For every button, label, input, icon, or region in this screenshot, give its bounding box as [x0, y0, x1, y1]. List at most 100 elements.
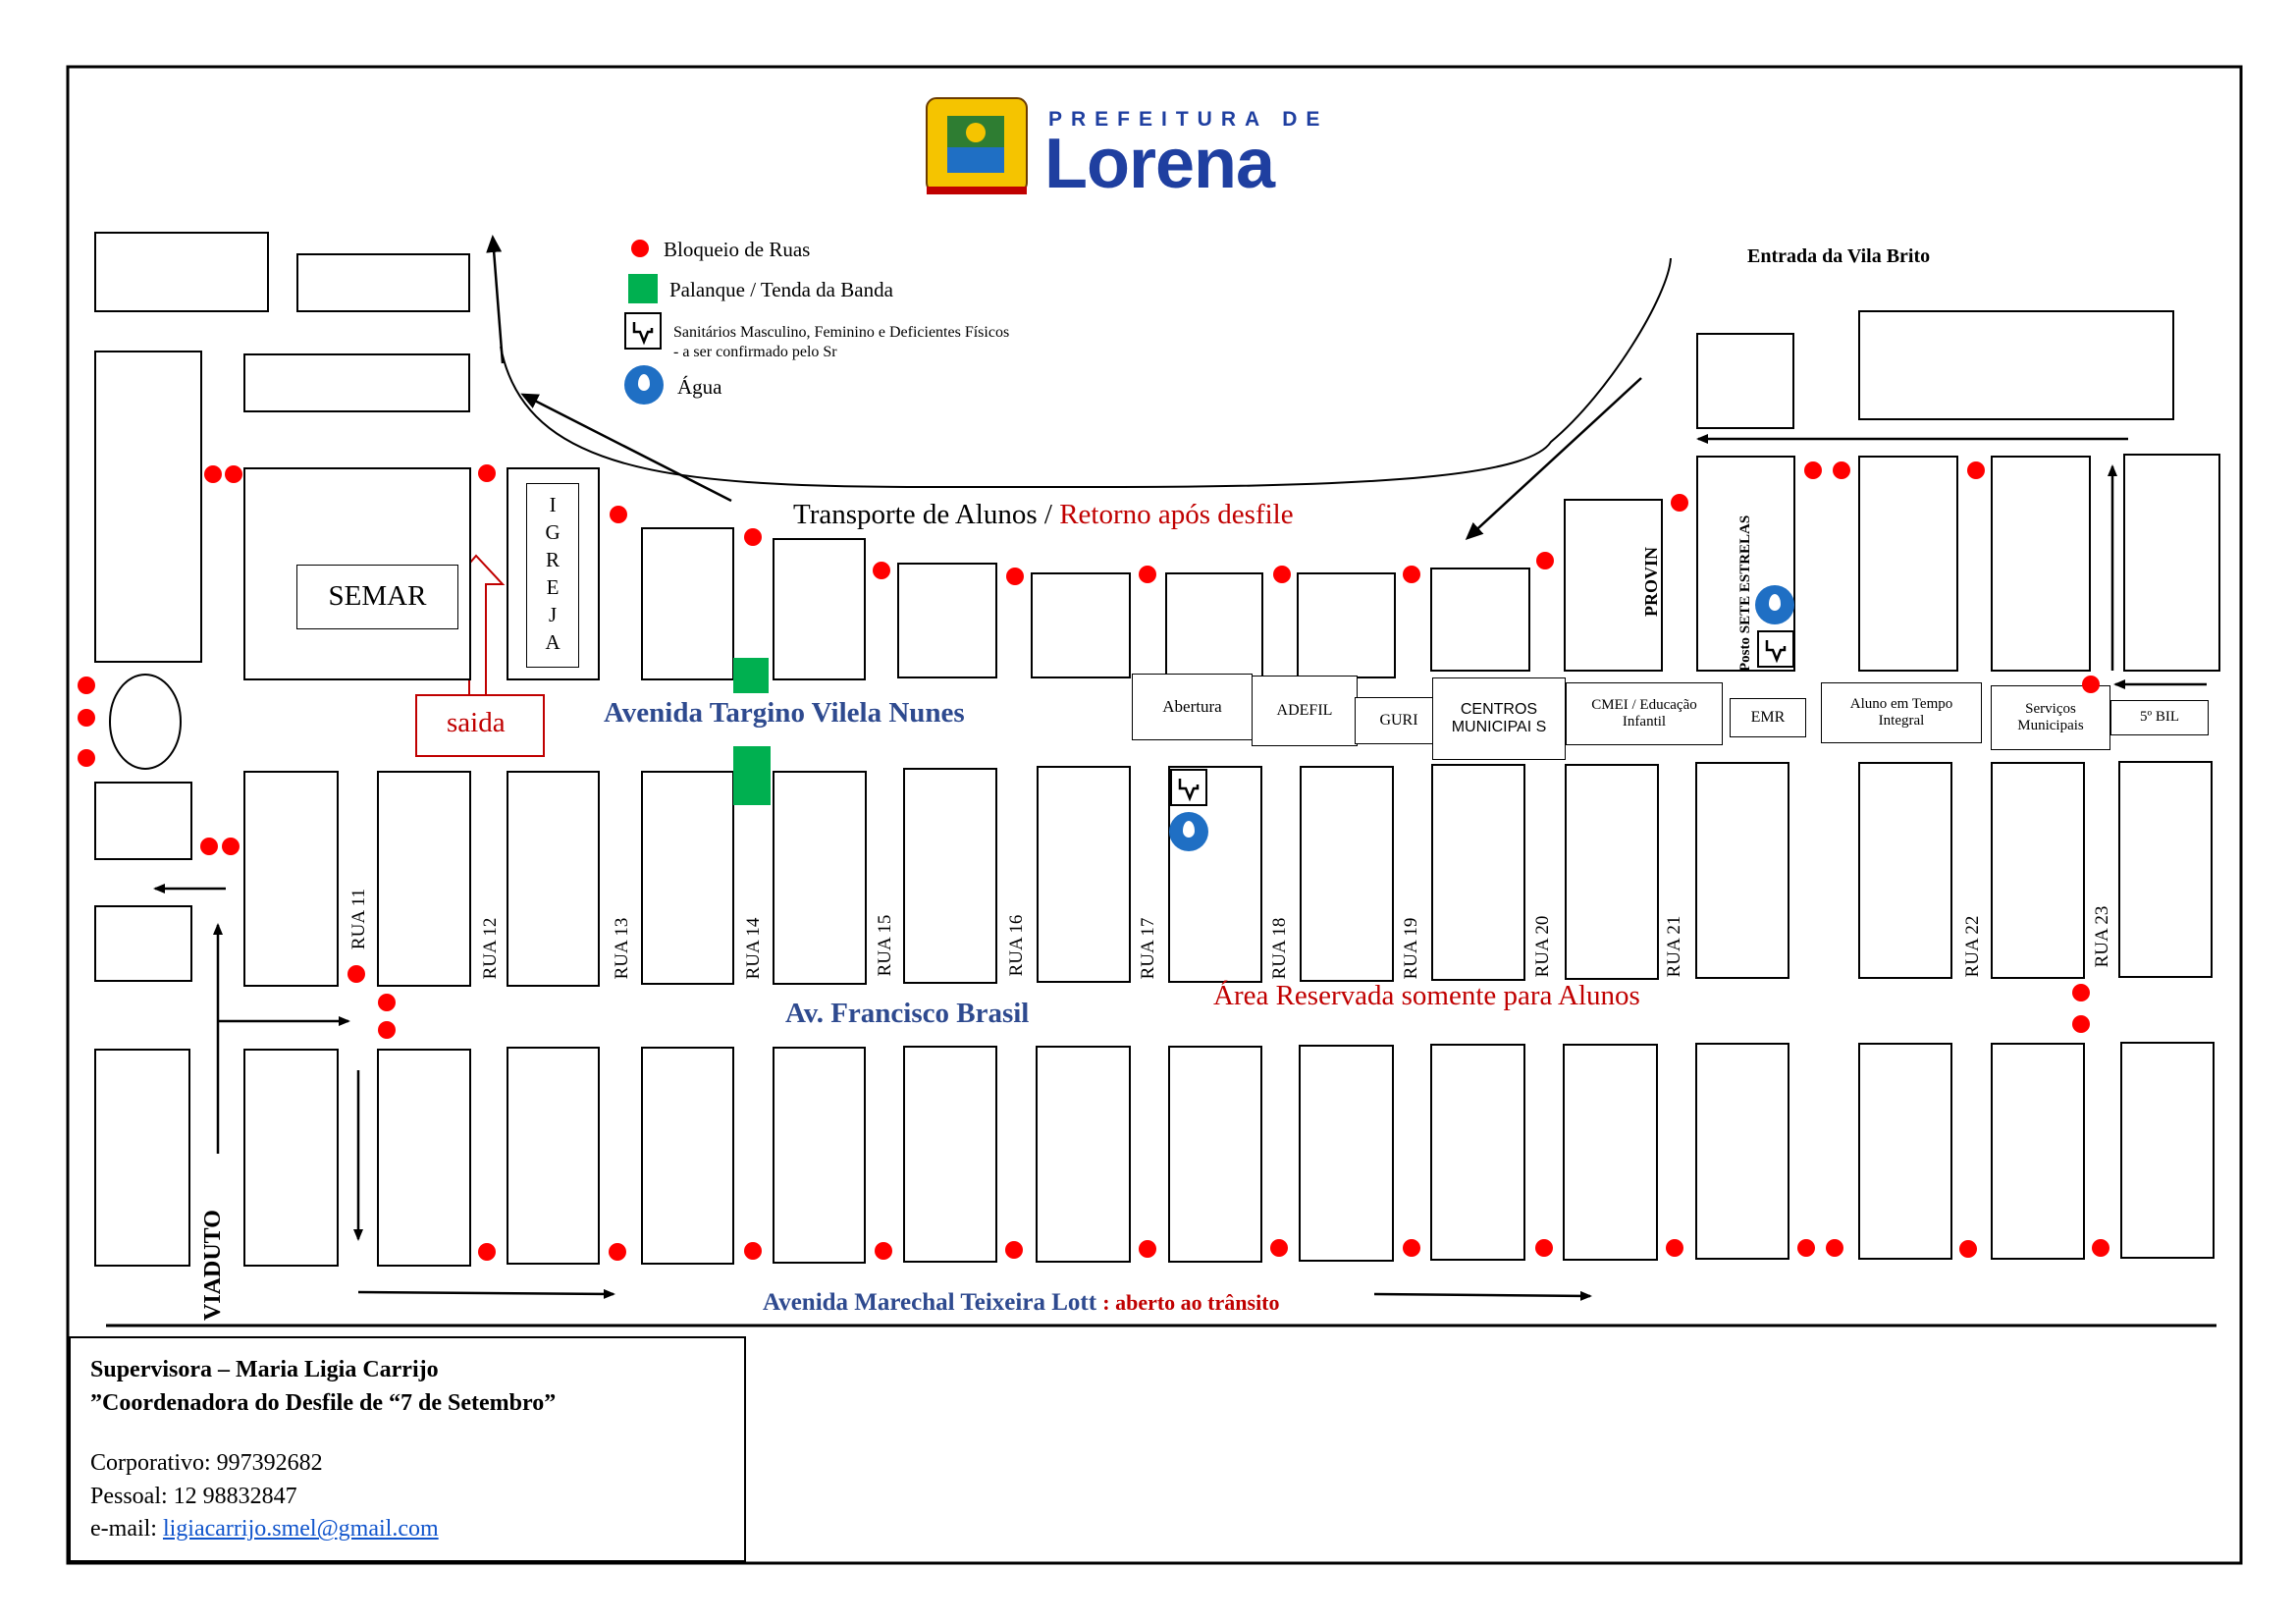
cmei-label: CMEI / Educação Infantil — [1566, 682, 1723, 745]
blockade-dot — [875, 1242, 892, 1260]
block — [377, 1049, 471, 1267]
abertura-label: Abertura — [1132, 674, 1253, 740]
block — [1858, 456, 1958, 672]
blockade-dot — [78, 709, 95, 727]
legend-label-toilets: Sanitários Masculino, Feminino e Deficie… — [673, 324, 1010, 341]
blockade-dot — [2092, 1239, 2109, 1257]
street-label-rua-15: RUA 15 — [875, 914, 895, 977]
email-link[interactable]: ligiacarrijo.smel@gmail.com — [162, 1516, 439, 1543]
legend-label-stage: Palanque / Tenda da Banda — [669, 278, 893, 301]
transport-route-curve — [500, 257, 1672, 489]
entrada-vila-brito-label: Entrada da Vila Brito — [1747, 245, 1931, 267]
blockade-dot — [347, 965, 365, 983]
blockade-dot — [378, 994, 396, 1011]
block — [1430, 568, 1530, 672]
blockade-dot — [873, 562, 890, 579]
saida-label: saida — [447, 707, 506, 738]
saida-box — [415, 694, 545, 757]
street-label-rua-12: RUA 12 — [480, 917, 501, 980]
block — [1037, 766, 1131, 983]
block — [903, 768, 997, 984]
blockade-dot — [2072, 984, 2090, 1001]
provin-label: PROVIN — [1641, 547, 1661, 617]
block — [1299, 1045, 1394, 1262]
av-marechal-label: Avenida Marechal Teixeira Lott : aberto … — [763, 1289, 1280, 1317]
toilet-icon — [1170, 769, 1207, 806]
legend-green-square-icon — [628, 274, 658, 303]
street-label-rua-14: RUA 14 — [743, 917, 764, 980]
blockade-dot — [1139, 566, 1156, 583]
semar-label: SEMAR — [296, 565, 458, 629]
block — [1695, 1043, 1789, 1260]
blockade-dot — [744, 528, 762, 546]
legend-label-toilets-note: - a ser confirmado pelo Sr — [673, 344, 837, 360]
logo-main-text: Lorena — [1044, 125, 1275, 203]
arrow-diag-down — [1465, 377, 1642, 541]
legend-red-dot-icon — [631, 240, 649, 257]
retorno-text: Retorno após desfile — [1059, 499, 1294, 530]
roundabout — [109, 674, 182, 770]
blockade-dot — [1536, 552, 1554, 569]
posto-label: Posto SETE ESTRELAS — [1737, 514, 1753, 672]
block — [94, 1049, 190, 1267]
legend-toilet-icon — [624, 312, 662, 350]
logo-top-text: PREFEITURA DE — [1048, 108, 1329, 131]
block — [1991, 456, 2091, 672]
block — [1858, 762, 1952, 979]
block — [507, 771, 600, 987]
block — [2118, 761, 2213, 978]
blockade-dot — [2082, 676, 2100, 693]
block — [1300, 766, 1394, 982]
transporte-label: Transporte de Alunos / Retorno após desf… — [793, 499, 1294, 531]
block — [1165, 572, 1263, 678]
block — [903, 1046, 997, 1263]
street-label-rua-22: RUA 22 — [1962, 915, 1983, 978]
block — [1563, 1044, 1658, 1261]
blockade-dot — [1273, 566, 1291, 583]
adefil-label: ADEFIL — [1252, 676, 1358, 746]
blockade-dot — [610, 506, 627, 523]
email-label: e-mail: — [90, 1516, 157, 1543]
blockade-dot — [1797, 1239, 1815, 1257]
bil-label: 5º BIL — [2110, 700, 2209, 735]
arrow-bottom-right-2 — [1373, 1290, 1592, 1301]
blockade-dot — [1959, 1240, 1977, 1258]
water-drop-icon — [1169, 812, 1208, 851]
blockade-dot — [1006, 568, 1024, 585]
street-label-rua-16: RUA 16 — [1006, 914, 1027, 977]
block — [641, 771, 734, 985]
stage-square-1 — [733, 658, 769, 693]
block — [94, 351, 202, 663]
guri-label: GURI — [1355, 697, 1443, 744]
block — [1031, 572, 1131, 678]
blockade-dot — [225, 465, 242, 483]
blockade-dot — [204, 465, 222, 483]
igreja-text: IGREJA — [541, 493, 565, 658]
street-label-rua-23: RUA 23 — [2092, 905, 2112, 968]
supervisor-role: ”Coordenadora do Desfile de “7 de Setemb… — [90, 1389, 557, 1416]
blockade-dot — [78, 677, 95, 694]
legend-water-drop-icon — [624, 365, 664, 405]
block — [1430, 1044, 1525, 1261]
blockade-dot — [1967, 461, 1985, 479]
av-francisco-label: Av. Francisco Brasil — [785, 998, 1030, 1029]
street-label-rua-13: RUA 13 — [612, 917, 632, 980]
blockade-dot — [744, 1242, 762, 1260]
block — [1991, 762, 2085, 979]
aluno-label: Aluno em Tempo Integral — [1821, 682, 1982, 743]
block — [1695, 762, 1789, 979]
block — [1991, 1043, 2085, 1260]
block — [243, 1049, 339, 1267]
emr-label: EMR — [1730, 698, 1806, 737]
blockade-dot — [1833, 461, 1850, 479]
blockade-dot — [609, 1243, 626, 1261]
legend-label-water: Água — [677, 375, 722, 399]
blockade-dot — [1403, 1239, 1420, 1257]
phone-personal: Pessoal: 12 98832847 — [90, 1483, 297, 1509]
arrow-bottom-right-1 — [357, 1288, 615, 1299]
block — [1565, 764, 1659, 980]
blockade-dot — [1270, 1239, 1288, 1257]
lorena-coat-of-arms-icon — [926, 97, 1028, 194]
block — [1036, 1046, 1131, 1263]
